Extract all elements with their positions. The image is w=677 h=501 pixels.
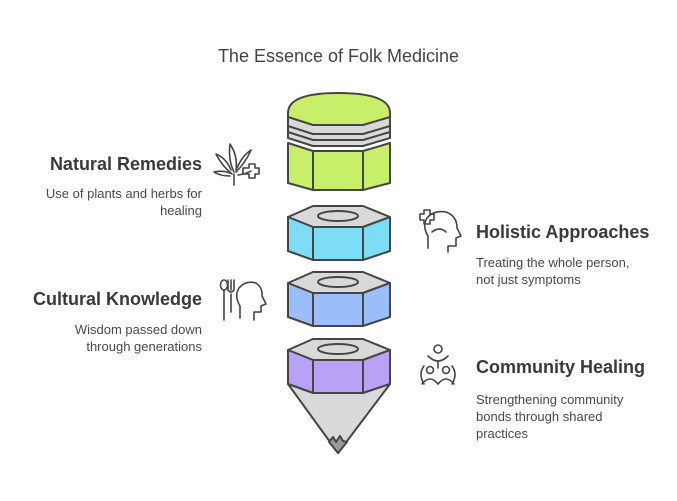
heading-holistic-approaches: Holistic Approaches bbox=[476, 222, 650, 242]
page-title: The Essence of Folk Medicine bbox=[217, 46, 460, 66]
segment-holistic-approaches bbox=[287, 205, 391, 261]
description-natural-remedies: Use of plants and herbs for healing bbox=[20, 185, 202, 219]
description-line: Use of plants and herbs for bbox=[45, 186, 202, 201]
head-utensils-icon bbox=[219, 279, 267, 321]
description-line: not just symptoms bbox=[476, 272, 581, 287]
description-line: bonds through shared bbox=[476, 409, 603, 424]
description-line: Strengthening community bbox=[476, 392, 624, 407]
description-line: healing bbox=[160, 203, 202, 218]
segment-natural-remedies bbox=[287, 92, 391, 191]
heading-cultural-knowledge: Cultural Knowledge bbox=[32, 289, 202, 309]
segment-community-healing bbox=[287, 338, 391, 454]
description-line: practices bbox=[476, 426, 529, 441]
description-line: Treating the whole person, bbox=[476, 255, 630, 270]
description-holistic-approaches: Treating the whole person, not just symp… bbox=[476, 254, 629, 288]
description-cultural-knowledge: Wisdom passed down through generations bbox=[10, 321, 202, 355]
segment-cultural-knowledge bbox=[287, 271, 391, 327]
description-line: through generations bbox=[86, 339, 202, 354]
community-people-icon bbox=[420, 344, 456, 385]
cannabis-leaf-plus-icon bbox=[213, 143, 260, 186]
heading-natural-remedies: Natural Remedies bbox=[49, 154, 202, 174]
description-community-healing: Strengthening community bonds through sh… bbox=[476, 391, 623, 442]
description-line: Wisdom passed down bbox=[74, 322, 202, 337]
head-medical-plus-icon bbox=[419, 209, 462, 253]
heading-community-healing: Community Healing bbox=[476, 357, 646, 377]
